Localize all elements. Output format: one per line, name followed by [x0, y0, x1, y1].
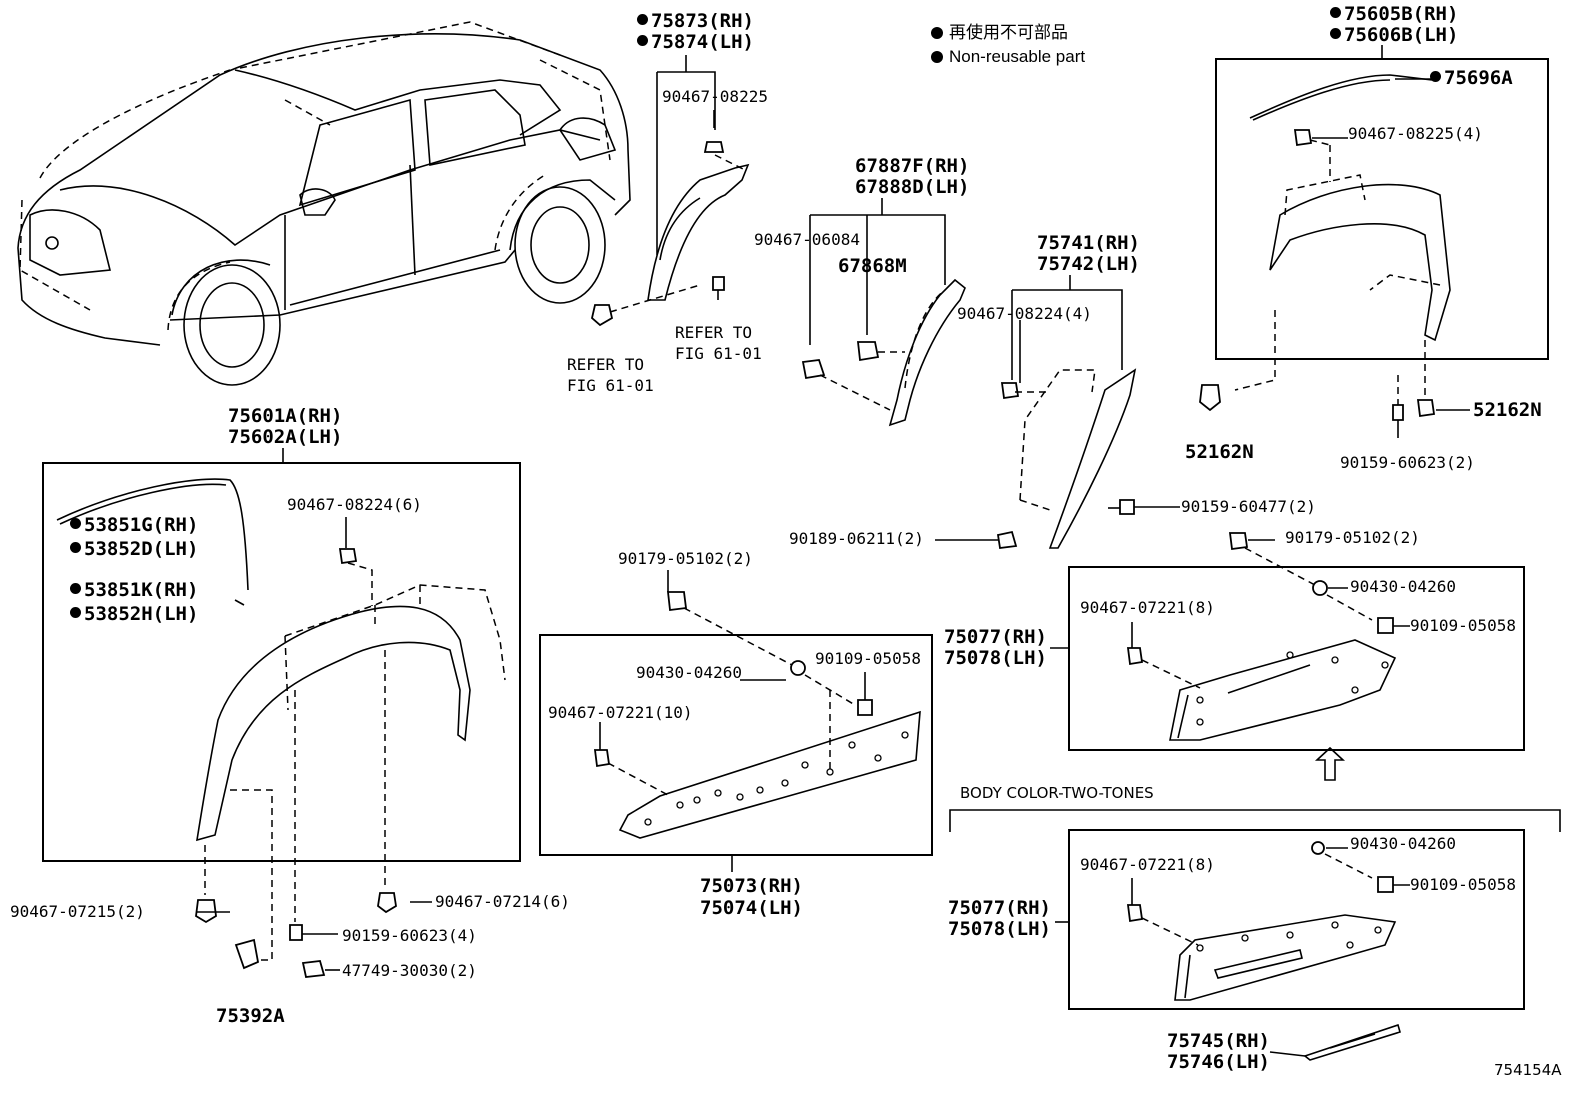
- label-52162n-left[interactable]: 52162N: [1185, 441, 1254, 463]
- label-75741[interactable]: 75741(RH): [1037, 232, 1140, 254]
- non-reusable-dot-icon: [637, 35, 648, 46]
- label-75874[interactable]: 75874(LH): [637, 32, 754, 53]
- part-75745-drawing: [1269, 1023, 1401, 1061]
- label-75601a[interactable]: 75601A(RH): [228, 405, 343, 427]
- label-47749-30030-2[interactable]: 47749-30030(2): [342, 961, 477, 980]
- label-90109-05058-low[interactable]: 90109-05058: [1410, 875, 1516, 894]
- label-75077-a[interactable]: 75077(RH): [944, 626, 1047, 648]
- frame-75073: [539, 634, 933, 856]
- label-90109-05058-right[interactable]: 90109-05058: [1410, 616, 1516, 635]
- label-90467-07215-2[interactable]: 90467-07215(2): [10, 902, 145, 921]
- non-reusable-dot-icon: [70, 583, 81, 594]
- label-75077-b[interactable]: 75077(RH): [948, 897, 1051, 919]
- vehicle-illustration: [17, 21, 631, 386]
- label-75873[interactable]: 75873(RH): [637, 11, 754, 32]
- part-67887f-drawing: [801, 214, 966, 427]
- legend-en: Non-reusable part: [931, 46, 1085, 68]
- label-75746[interactable]: 75746(LH): [1167, 1051, 1270, 1073]
- non-reusable-dot-icon: [70, 542, 81, 553]
- label-67887f[interactable]: 67887F(RH): [855, 155, 970, 177]
- part-75601a-drawing: [56, 478, 506, 978]
- label-75742[interactable]: 75742(LH): [1037, 253, 1140, 275]
- non-reusable-dot-icon: [70, 518, 81, 529]
- label-90467-07221-10[interactable]: 90467-07221(10): [548, 703, 693, 722]
- label-90467-08224-4[interactable]: 90467-08224(4): [957, 304, 1092, 323]
- label-67868m[interactable]: 67868M: [838, 255, 907, 277]
- label-53852d[interactable]: 53852D(LH): [70, 539, 198, 560]
- label-90109-05058-mid[interactable]: 90109-05058: [815, 649, 921, 668]
- legend-jp: 再使用不可部品: [931, 22, 1068, 44]
- non-reusable-dot-icon: [931, 50, 943, 63]
- label-90159-60477-2[interactable]: 90159-60477(2): [1181, 497, 1316, 516]
- label-90467-07221-8-a[interactable]: 90467-07221(8): [1080, 598, 1215, 617]
- label-52162n-right[interactable]: 52162N: [1473, 399, 1542, 421]
- label-90467-08224-6[interactable]: 90467-08224(6): [287, 495, 422, 514]
- legend-jp-text: 再使用不可部品: [949, 23, 1068, 42]
- label-75606b[interactable]: 75606B(LH): [1330, 25, 1458, 46]
- label-90179-05102-2-right[interactable]: 90179-05102(2): [1285, 528, 1420, 547]
- non-reusable-dot-icon: [1430, 71, 1441, 82]
- label-90467-08225-4[interactable]: 90467-08225(4): [1348, 124, 1483, 143]
- label-75602a[interactable]: 75602A(LH): [228, 426, 343, 448]
- label-53851k[interactable]: 53851K(RH): [70, 580, 198, 601]
- non-reusable-dot-icon: [637, 14, 648, 25]
- label-75074[interactable]: 75074(LH): [700, 897, 803, 919]
- label-75078-b[interactable]: 75078(LH): [948, 918, 1051, 940]
- non-reusable-dot-icon: [931, 26, 943, 39]
- label-90430-04260-mid[interactable]: 90430-04260: [636, 663, 742, 682]
- label-90189-06211-2[interactable]: 90189-06211(2): [789, 529, 924, 548]
- label-75696a[interactable]: 75696A: [1430, 68, 1513, 89]
- label-90159-60623-2[interactable]: 90159-60623(2): [1340, 453, 1475, 472]
- part-75605b-drawing: [1199, 74, 1470, 438]
- frame-75605b: [1215, 58, 1549, 360]
- label-90467-08225-top[interactable]: 90467-08225: [662, 87, 768, 106]
- part-75741-drawing: [935, 289, 1180, 550]
- frame-75601a: [42, 462, 521, 862]
- label-53852h[interactable]: 53852H(LH): [70, 604, 198, 625]
- label-fig-61-01-1[interactable]: FIG 61-01: [567, 376, 654, 395]
- frame-75077-upper: [1068, 566, 1525, 751]
- label-67888d[interactable]: 67888D(LH): [855, 176, 970, 198]
- label-90159-60623-4[interactable]: 90159-60623(4): [342, 926, 477, 945]
- label-refer-to-1: REFER TO: [567, 355, 645, 374]
- label-75605b[interactable]: 75605B(RH): [1330, 4, 1458, 25]
- leader-lines: [282, 45, 1432, 905]
- part-75873-drawing: [591, 71, 750, 327]
- frame-75077-lower: [1068, 829, 1525, 1010]
- non-reusable-dot-icon: [1330, 28, 1341, 39]
- label-75745[interactable]: 75745(RH): [1167, 1030, 1270, 1052]
- label-90467-07221-8-b[interactable]: 90467-07221(8): [1080, 855, 1215, 874]
- label-75392a[interactable]: 75392A: [216, 1005, 285, 1027]
- label-90179-05102-2-mid[interactable]: 90179-05102(2): [618, 549, 753, 568]
- label-90467-07214-6[interactable]: 90467-07214(6): [435, 892, 570, 911]
- figure-id: 754154A: [1494, 1061, 1562, 1079]
- label-refer-to-2: REFER TO: [675, 323, 753, 342]
- label-53851g[interactable]: 53851G(RH): [70, 515, 198, 536]
- label-90467-06084[interactable]: 90467-06084: [754, 230, 860, 249]
- section-label-two-tones: BODY COLOR-TWO-TONES: [960, 784, 1154, 802]
- label-fig-61-01-2[interactable]: FIG 61-01: [675, 344, 762, 363]
- label-75078-a[interactable]: 75078(LH): [944, 647, 1047, 669]
- part-75073-drawing: [593, 591, 921, 872]
- label-90430-04260-low[interactable]: 90430-04260: [1350, 834, 1456, 853]
- non-reusable-dot-icon: [70, 607, 81, 618]
- part-75077-lower-drawing: [1055, 841, 1410, 1001]
- label-75073[interactable]: 75073(RH): [700, 875, 803, 897]
- non-reusable-dot-icon: [1330, 7, 1341, 18]
- label-90430-04260-right[interactable]: 90430-04260: [1350, 577, 1456, 596]
- two-tones-bracket: [949, 809, 1561, 832]
- legend-en-text: Non-reusable part: [949, 47, 1086, 66]
